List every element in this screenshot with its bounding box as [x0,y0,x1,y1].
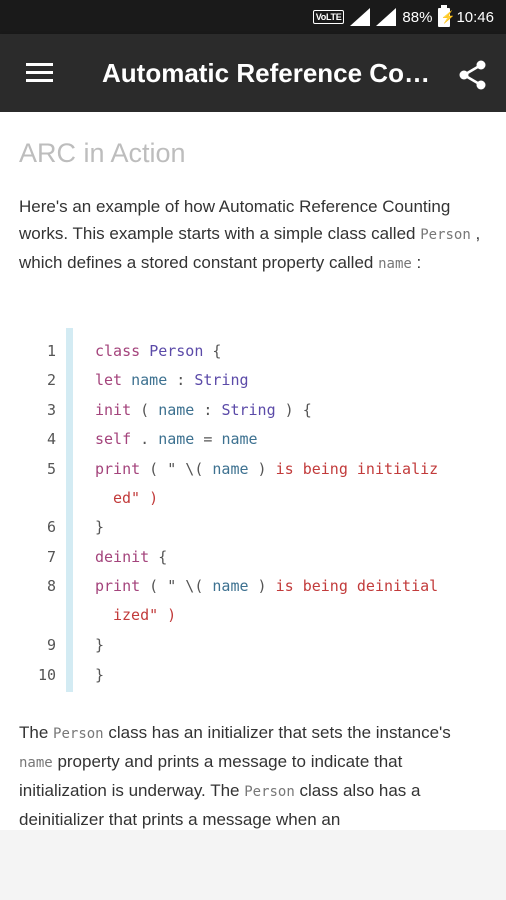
intro-paragraph: Here's an example of how Automatic Refer… [19,193,489,278]
code-identifier: name [212,460,249,478]
line-number: 7 [46,548,56,566]
code-line-wrap: ized" ) [113,605,176,625]
clock: 10:46 [456,8,494,26]
code-punct: ) [248,460,276,478]
code-line: let name : String [95,370,249,390]
inline-code-name: name [378,256,412,272]
battery-percent: 88% [402,8,433,26]
code-string: ized" ) [113,606,177,624]
desc-text-3: property and prints a message to indicat… [19,752,403,800]
code-line: } [95,518,105,536]
code-identifier: name [212,577,249,595]
code-line: self . name = name [95,429,258,449]
code-line: print ( " \( name ) is being initializ [95,459,438,479]
status-bar: VoLTE 88% ⚡ 10:46 [0,0,506,34]
code-keyword: print [95,460,141,478]
line-number: 4 [46,430,56,448]
signal-icon [350,8,371,26]
code-line: init ( name : String ) { [95,400,312,420]
status-icons: VoLTE 88% ⚡ 10:46 [312,0,494,34]
inline-code-person: Person [53,726,104,742]
code-punct: : [167,371,195,389]
code-punct [122,371,131,389]
code-punct: = [194,430,222,448]
code-keyword: init [95,401,132,419]
code-punct [140,342,149,360]
code-type: String [194,371,249,389]
code-string: is being initializ [275,460,439,478]
code-punct: . [131,430,159,448]
article-content: ARC in Action Here's an example of how A… [0,112,506,830]
line-number: 2 [46,371,56,389]
intro-text-2: , which defines a stored constant proper… [19,224,481,272]
section-title: ARC in Action [19,138,186,168]
code-punct: ) { [275,401,312,419]
desc-text-1: The [19,723,54,742]
line-number: 10 [37,666,56,684]
code-keyword: let [95,371,123,389]
line-number: 1 [46,342,56,360]
code-line: } [95,666,105,684]
line-number: 8 [46,577,56,595]
code-punct: : [194,401,222,419]
code-line: print ( " \( name ) is being deinitial [95,576,438,596]
bottom-blank-area [0,830,506,900]
code-keyword: self [95,430,132,448]
description-paragraph: The Person class has an initializer that… [19,719,489,830]
code-keyword: print [95,577,141,595]
line-number: 3 [46,401,56,419]
code-keyword: deinit [95,548,150,566]
code-type: Person [149,342,204,360]
code-identifier: name [158,401,195,419]
inline-code-person: Person [244,784,295,800]
code-line: deinit { [95,547,167,567]
code-line: } [95,636,105,654]
code-identifier: name [158,430,195,448]
volte-indicator: VoLTE [312,10,345,24]
code-punct: { [149,548,168,566]
line-number: 6 [46,518,56,536]
code-keyword: class [95,342,141,360]
hamburger-menu-icon[interactable] [26,63,53,83]
code-line-wrap: ed" ) [113,488,158,508]
code-line: class Person { [95,341,221,361]
code-identifier: name [131,371,168,389]
intro-text-1: Here's an example of how Automatic Refer… [19,197,451,243]
page-title: Automatic Reference Co… [102,58,430,88]
code-string: is being deinitial [275,577,439,595]
inline-code-person: Person [420,227,471,243]
code-punct: ( " \( [140,577,213,595]
intro-text-3: : [411,253,422,272]
share-icon[interactable] [457,59,489,91]
code-punct: ) [248,577,276,595]
line-number: 9 [46,636,56,654]
line-number: 5 [46,460,56,478]
app-bar: Automatic Reference Co… [0,34,506,112]
inline-code-name: name [19,755,53,771]
code-type: String [221,401,276,419]
code-punct: ( " \( [140,460,213,478]
desc-text-2: class has an initializer that sets the i… [103,723,451,742]
code-identifier: name [221,430,258,448]
code-block-bar [66,328,73,692]
code-punct: ( [131,401,159,419]
code-block: 1 2 3 4 5 6 7 8 9 10 class Person { let … [0,328,506,692]
code-punct: { [203,342,222,360]
desc-text-4: class also has a deinitializer that prin… [19,781,421,829]
battery-icon: ⚡ [438,4,455,27]
signal-icon-2 [376,8,397,26]
code-string: ed" ) [113,489,159,507]
